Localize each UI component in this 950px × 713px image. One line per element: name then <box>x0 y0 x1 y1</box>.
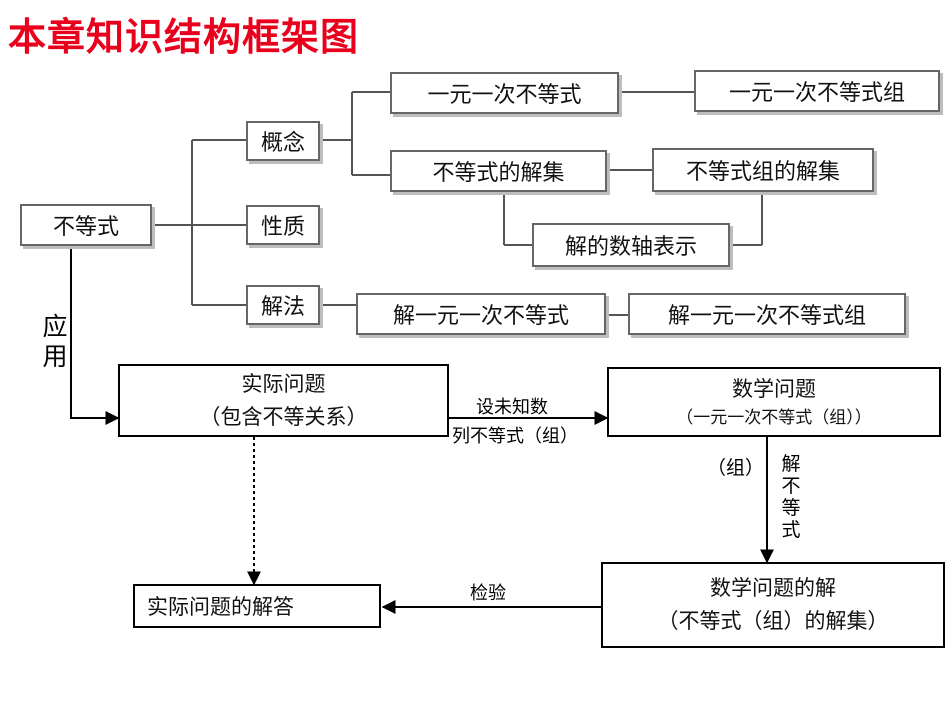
group-solution-set-label: 不等式组的解集 <box>685 160 840 185</box>
solution-set-box: 不等式的解集 <box>390 150 607 192</box>
math-problem-title: 数学问题 <box>732 376 816 401</box>
property-label: 性质 <box>260 215 305 240</box>
root-label: 不等式 <box>52 215 119 240</box>
page-title: 本章知识结构框架图 <box>8 15 360 59</box>
math-problem-box: 数学问题 （一元一次不等式（组）） <box>607 367 941 437</box>
group-note-label: （组） <box>707 457 765 479</box>
ineq-group-box: 一元一次不等式组 <box>694 70 940 112</box>
solve1-label: 解一元一次不等式 <box>392 304 569 329</box>
method-box: 解法 <box>246 285 320 325</box>
ineq-group-label: 一元一次不等式组 <box>728 81 905 106</box>
real-answer-label: 实际问题的解答 <box>147 595 294 619</box>
flow-lines <box>70 246 774 614</box>
solve-group-box: 解一元一次不等式组 <box>628 293 906 335</box>
math-solution-title: 数学问题的解 <box>710 576 836 601</box>
math-solution-subtitle: （不等式（组）的解集） <box>657 609 889 633</box>
group-solution-set-box: 不等式组的解集 <box>652 148 874 192</box>
real-problem-box: 实际问题 （包含不等关系） <box>118 364 449 437</box>
concept-box: 概念 <box>246 121 320 161</box>
real-problem-title: 实际问题 <box>241 371 326 396</box>
real-problem-subtitle: （包含不等关系） <box>199 404 368 429</box>
concept-label: 概念 <box>260 131 305 156</box>
ineq1-label: 一元一次不等式 <box>427 83 582 108</box>
apply-label: 应用 <box>42 312 68 371</box>
solve-inequality-label: 解不等式 <box>781 453 801 541</box>
set-unknown-label: 设未知数 <box>476 397 548 418</box>
property-box: 性质 <box>246 205 320 245</box>
method-label: 解法 <box>260 295 305 320</box>
real-answer-box: 实际问题的解答 <box>133 584 381 628</box>
solve1-box: 解一元一次不等式 <box>356 293 606 335</box>
ineq1-box: 一元一次不等式 <box>390 72 619 114</box>
tree-lines <box>152 91 763 316</box>
number-line-box: 解的数轴表示 <box>532 223 730 267</box>
solve-group-label: 解一元一次不等式组 <box>667 304 866 329</box>
solution-set-label: 不等式的解集 <box>432 161 565 186</box>
check-label: 检验 <box>470 583 506 604</box>
number-line-label: 解的数轴表示 <box>564 235 697 260</box>
math-problem-subtitle: （一元一次不等式（组）） <box>676 408 872 429</box>
math-solution-box: 数学问题的解 （不等式（组）的解集） <box>601 562 945 648</box>
root-box: 不等式 <box>20 204 152 246</box>
list-inequality-label: 列不等式（组） <box>452 426 578 447</box>
